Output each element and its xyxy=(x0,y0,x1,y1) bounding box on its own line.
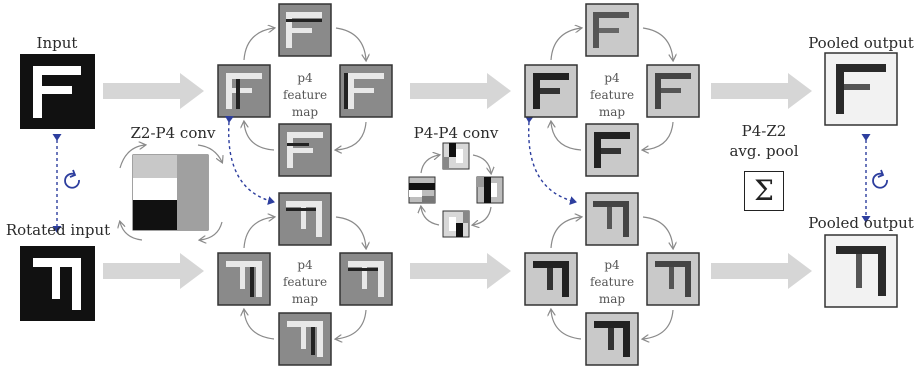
feature-map-panel xyxy=(339,252,393,306)
feature-map-panel xyxy=(524,64,578,118)
pooled-output-label-top: Pooled output xyxy=(808,34,914,52)
flow-arrow-icon xyxy=(103,253,204,289)
rotation-icon xyxy=(872,169,888,189)
feature-map-panel xyxy=(278,312,332,366)
feature-map-panel xyxy=(524,252,578,306)
feature-map-caption: feature xyxy=(282,275,328,289)
feature-map-caption: p4 xyxy=(297,71,313,85)
feature-map-panel xyxy=(278,192,332,246)
flow-arrow-icon xyxy=(711,253,812,289)
feature-map-panel xyxy=(646,252,700,306)
feature-map-caption: p4 xyxy=(297,258,313,272)
feature-map-panel xyxy=(585,123,639,177)
z2p4-filter xyxy=(132,154,209,231)
feature-map-panel xyxy=(585,192,639,246)
p4p4-label: P4-P4 conv xyxy=(413,124,499,142)
feature-map-caption: map xyxy=(598,105,626,119)
input-label: Input xyxy=(36,34,78,52)
z2p4-label: Z2-P4 conv xyxy=(130,124,216,142)
pooled-output-image xyxy=(824,234,898,308)
feature-map-caption: feature xyxy=(589,275,635,289)
feature-map-panel xyxy=(585,3,639,57)
flow-arrow-icon xyxy=(410,253,511,289)
feature-map-caption: feature xyxy=(282,88,328,102)
avg-pool-label: avg. pool xyxy=(729,142,799,160)
rotation-icon xyxy=(64,169,80,189)
feature-map-caption: map xyxy=(598,292,626,306)
feature-map-caption: feature xyxy=(589,88,635,102)
flow-arrow-icon xyxy=(711,73,812,109)
flow-arrow-icon xyxy=(103,73,204,109)
feature-map-caption: p4 xyxy=(604,71,620,85)
feature-map-panel xyxy=(339,64,393,118)
rotated-input-image xyxy=(20,246,95,321)
flow-arrow-icon xyxy=(410,73,511,109)
feature-map-panel xyxy=(217,252,271,306)
p4p4-filters xyxy=(408,142,504,238)
pooled-output-label-bottom: Pooled output xyxy=(808,214,914,232)
dotted-rotation-arrow-icon xyxy=(224,115,577,206)
feature-map-caption: map xyxy=(291,105,319,119)
pooled-output-image xyxy=(824,52,898,126)
p4z2-label: P4-Z2 xyxy=(741,122,787,140)
feature-map-caption: map xyxy=(291,292,319,306)
z2p4-ring-arrows xyxy=(120,145,222,240)
feature-map-panel xyxy=(278,3,332,57)
sum-icon: Σ xyxy=(744,171,784,211)
feature-map-caption: p4 xyxy=(604,258,620,272)
feature-map-panel xyxy=(278,123,332,177)
input-image xyxy=(20,54,95,129)
feature-map-panel xyxy=(646,64,700,118)
feature-map-panel xyxy=(217,64,271,118)
feature-map-ring-arrows xyxy=(551,28,673,339)
p4p4-ring-arrows xyxy=(421,155,491,225)
feature-map-panel xyxy=(585,312,639,366)
rotated-input-label: Rotated input xyxy=(5,221,111,239)
